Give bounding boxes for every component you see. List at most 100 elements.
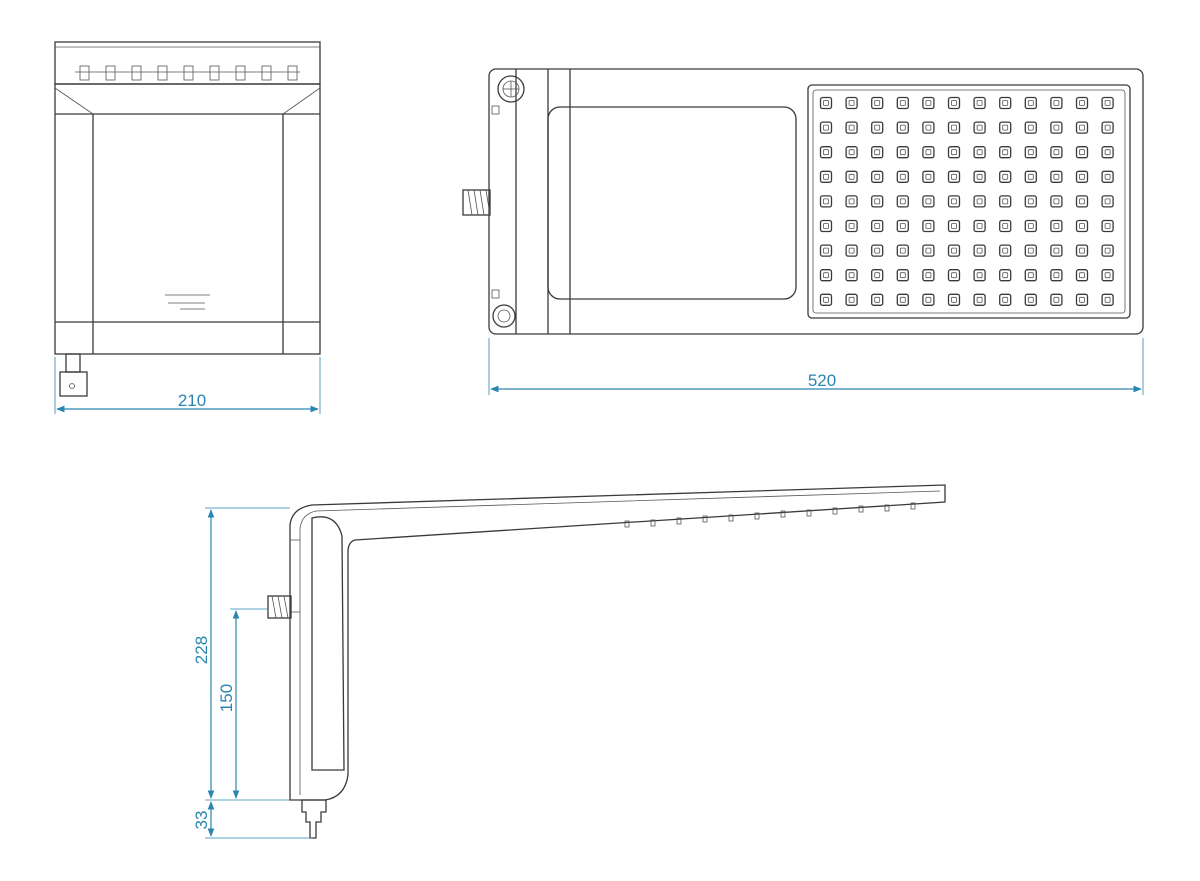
- nozzle-hole: [899, 272, 906, 279]
- side-threaded-inlet: [267, 595, 292, 619]
- nozzle-hole: [925, 198, 932, 205]
- nozzle: [845, 293, 858, 306]
- nozzle: [819, 219, 833, 233]
- nozzle-hole: [1027, 223, 1034, 229]
- nozzle: [922, 121, 935, 134]
- nozzle: [1075, 269, 1089, 282]
- nozzle: [845, 195, 858, 208]
- side-view: 228 150 33: [192, 484, 946, 839]
- nozzle-hole: [823, 296, 829, 303]
- top-width-dimension: 520: [488, 338, 1144, 395]
- nozzle-hole: [976, 198, 983, 205]
- nozzle: [871, 146, 884, 159]
- nozzle: [1024, 195, 1037, 208]
- nozzle-hole: [1002, 173, 1009, 180]
- nozzle-hole: [899, 247, 906, 254]
- nozzle-hole: [1104, 149, 1111, 156]
- nozzle-hole: [951, 173, 957, 180]
- nozzle-hole: [899, 223, 906, 229]
- nozzle: [819, 146, 833, 159]
- nozzle: [922, 146, 935, 159]
- nozzle: [922, 195, 935, 208]
- nozzle-hole: [1002, 272, 1009, 279]
- nozzle: [1024, 146, 1037, 159]
- nozzle-hole: [1104, 223, 1111, 229]
- nozzle-hole: [899, 173, 906, 180]
- nozzle-hole: [1079, 100, 1085, 106]
- nozzle: [1101, 293, 1114, 306]
- nozzle: [896, 244, 909, 257]
- nozzle: [1075, 121, 1089, 134]
- nozzle-hole: [1027, 296, 1034, 303]
- nozzle: [896, 96, 909, 110]
- nozzle: [999, 146, 1012, 159]
- nozzle-hole: [874, 198, 881, 205]
- nozzle: [973, 195, 986, 208]
- nozzle: [947, 293, 961, 306]
- nozzle: [871, 269, 884, 282]
- nozzle-hole: [1053, 296, 1060, 303]
- nozzle: [819, 269, 833, 282]
- nozzle-hole: [976, 149, 983, 156]
- nozzle: [1024, 96, 1037, 110]
- nozzle-hole: [1079, 198, 1085, 205]
- nozzle: [1075, 244, 1089, 257]
- nozzle-hole: [874, 149, 881, 156]
- nozzle-hole: [951, 296, 957, 303]
- nozzle-hole: [1053, 272, 1060, 279]
- nozzle: [922, 244, 935, 257]
- nozzle: [845, 269, 858, 282]
- front-width-dimension: 210: [54, 357, 321, 414]
- nozzle: [999, 244, 1012, 257]
- side-inlet-label: 150: [217, 684, 236, 712]
- nozzle-hole: [951, 100, 957, 106]
- nozzle: [999, 269, 1012, 282]
- nozzle-hole: [1027, 100, 1034, 106]
- nozzle-grid: [819, 96, 1114, 306]
- nozzle-hole: [1027, 247, 1034, 254]
- nozzle-hole: [1002, 247, 1009, 254]
- nozzle-hole: [976, 100, 983, 106]
- nozzle: [896, 121, 909, 134]
- nozzle-hole: [848, 149, 855, 156]
- nozzle-hole: [1079, 149, 1085, 156]
- side-height-label: 228: [192, 636, 211, 664]
- nozzle: [1101, 96, 1114, 110]
- nozzle: [845, 96, 858, 110]
- nozzle: [1024, 219, 1037, 233]
- nozzle-hole: [1053, 124, 1060, 131]
- nozzle-hole: [925, 247, 932, 254]
- nozzle: [896, 293, 909, 306]
- nozzle: [845, 219, 858, 233]
- nozzle: [1050, 195, 1063, 208]
- nozzle-hole: [925, 100, 932, 106]
- nozzle-hole: [951, 124, 957, 131]
- nozzle-hole: [1053, 100, 1060, 106]
- nozzle: [947, 195, 961, 208]
- nozzle-hole: [1027, 149, 1034, 156]
- nozzle-hole: [1002, 198, 1009, 205]
- nozzle-hole: [976, 173, 983, 180]
- nozzle-hole: [951, 223, 957, 229]
- nozzle: [973, 170, 986, 183]
- nozzle: [1050, 146, 1063, 159]
- nozzle-hole: [976, 247, 983, 254]
- nozzle-hole: [951, 272, 957, 279]
- nozzle-hole: [1053, 247, 1060, 254]
- nozzle: [819, 121, 833, 134]
- nozzle: [896, 170, 909, 183]
- nozzle: [947, 96, 961, 110]
- nozzle: [973, 121, 986, 134]
- nozzle-hole: [1053, 173, 1060, 180]
- side-nozzle-teeth: [624, 502, 916, 528]
- nozzle-hole: [899, 149, 906, 156]
- nozzle-hole: [1053, 149, 1060, 156]
- nozzle-hole: [874, 247, 881, 254]
- nozzle: [1024, 121, 1037, 134]
- nozzle-hole: [874, 124, 881, 131]
- nozzle: [1050, 219, 1063, 233]
- nozzle: [896, 195, 909, 208]
- side-inlet-dimension: 150: [217, 608, 268, 799]
- nozzle: [819, 244, 833, 257]
- nozzle: [999, 293, 1012, 306]
